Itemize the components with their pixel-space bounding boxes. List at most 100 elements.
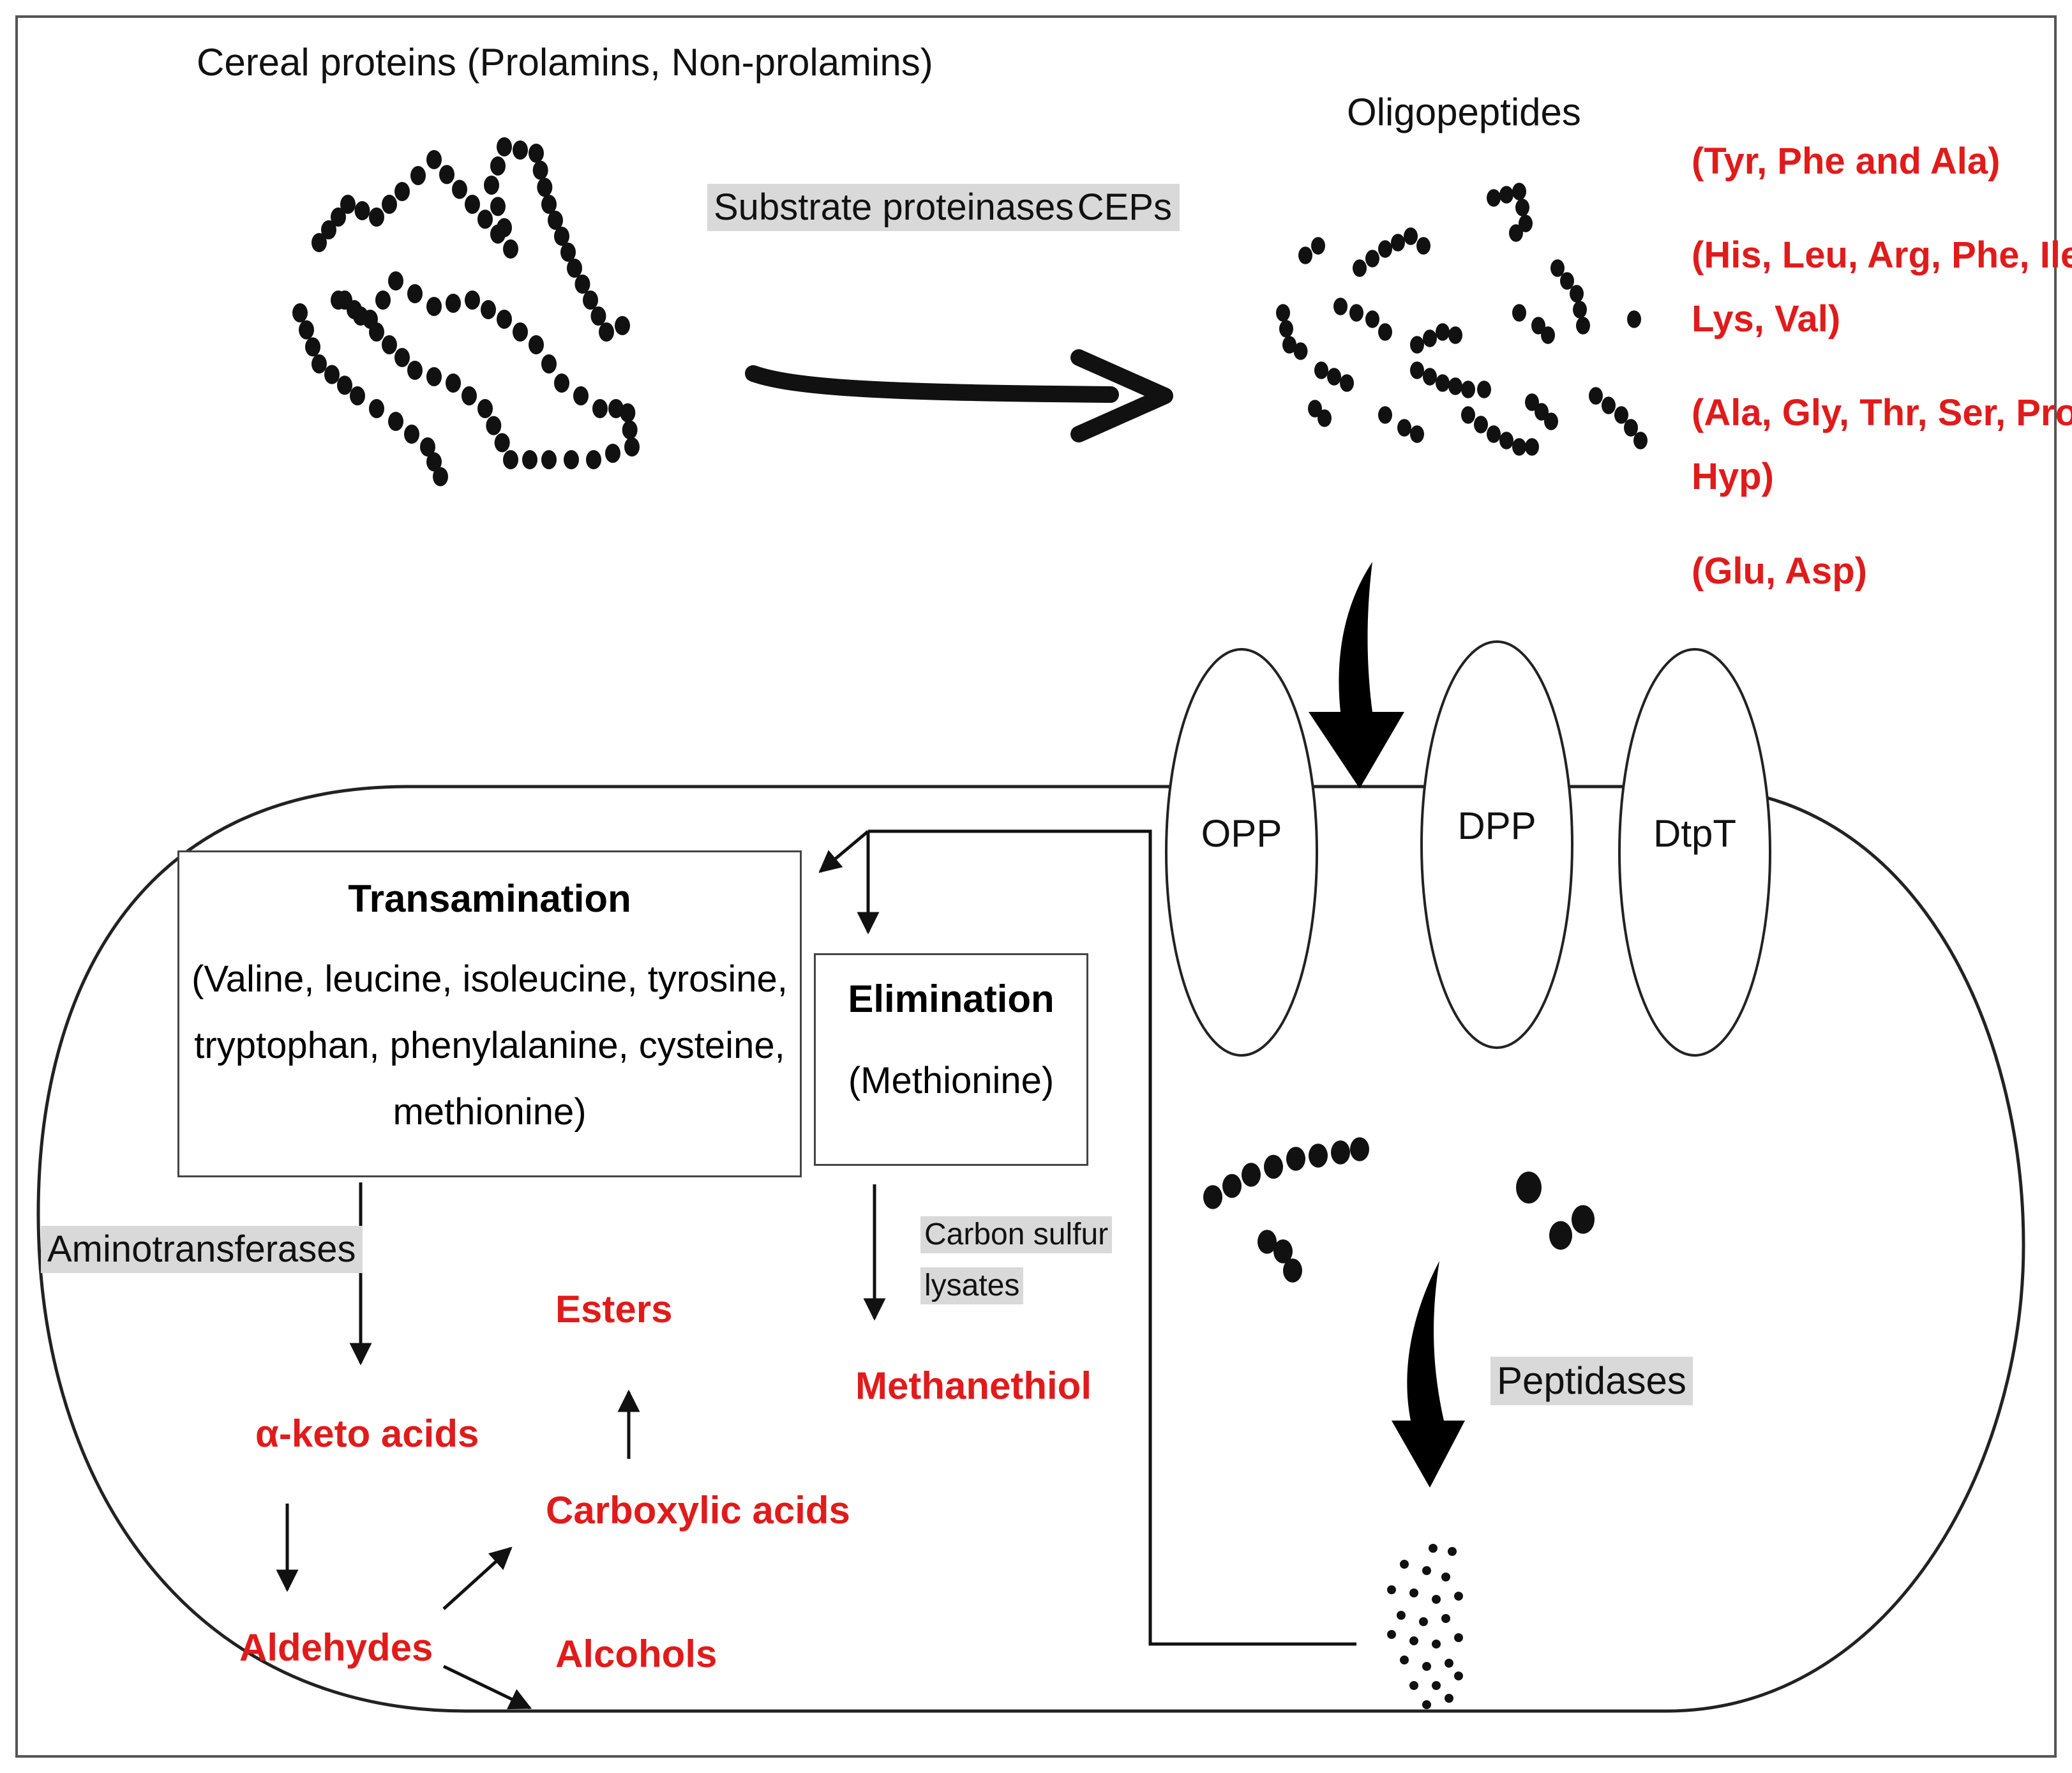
bead [324,365,340,384]
bead [465,290,480,310]
bead [340,195,356,214]
bead [1461,406,1475,424]
bead [1308,400,1322,418]
bead [404,425,419,444]
bead [1410,361,1424,379]
bead [1474,416,1488,434]
bead [1276,304,1290,322]
amino-acid-dot [1429,1544,1438,1553]
bead [1222,1173,1242,1198]
transamination-line-2: tryptophan, phenylalanine, cysteine, [194,1025,785,1066]
bead [586,450,601,469]
bead [407,361,423,380]
bead [1499,186,1513,204]
bead [1331,1140,1350,1165]
alcohols-label: Alcohols [555,1633,717,1675]
bead [1378,240,1392,258]
substrate-proteinases-label: Substrate proteinases CEPs [707,184,1180,231]
bead [1515,199,1529,216]
bead [522,450,537,469]
bead [1311,237,1325,255]
dpp-label: DPP [1457,804,1536,847]
bead [1365,250,1379,268]
carboxylic-acids-label: Carboxylic acids [546,1489,850,1532]
bead [1314,361,1328,379]
amino-acid-dot [1432,1640,1441,1649]
bead [490,156,506,176]
bead [590,306,606,326]
bead [1614,406,1628,424]
amino-acid-dot [1432,1681,1441,1690]
bead [494,433,510,453]
bead [484,176,499,195]
bead [331,207,346,227]
peptide-fragments [1203,1137,1595,1283]
transamination-line-1: (Valine, leucine, isoleucine, tyrosine, [191,958,788,1000]
bead [1298,246,1312,264]
bead [541,450,557,469]
bead [1525,393,1539,411]
cell-membrane [36,785,2025,1713]
methanethiol-label: Methanethiol [855,1364,1092,1407]
bead [503,450,518,469]
bead [331,290,346,310]
bead [529,144,544,163]
bead [1327,368,1341,386]
amino-acid-dot [1445,1659,1453,1668]
bead [477,209,493,229]
proteolysis-arrow-head [1070,349,1173,442]
bead [426,150,442,169]
bead [592,399,608,418]
bead [567,259,582,278]
bead [583,290,598,310]
bead [363,310,378,329]
bead [433,467,448,487]
bead [1423,329,1437,347]
bead [452,179,467,199]
bead [1293,342,1308,360]
bead [439,165,454,185]
aa-group-4: (Glu, Asp) [1692,550,1867,592]
proteolysis-arrow [745,365,1119,403]
amino-acid-dot [1387,1585,1396,1594]
bead [1512,304,1526,322]
bead [1448,377,1462,395]
bead [615,316,630,335]
bead [513,322,528,342]
amino-acid-dot [1445,1694,1453,1703]
bead [490,197,506,216]
bead [388,412,403,431]
transamination-box: Transamination (Valine, leucine, isoleuc… [177,850,802,1177]
bead [1541,326,1555,344]
esters-label: Esters [555,1288,673,1331]
aminotransferases-label: Aminotransferases [41,1226,363,1273]
aldehydes-label: Aldehydes [239,1626,433,1669]
amino-acid-dot [1422,1700,1431,1709]
bead [497,218,512,238]
bead [369,399,384,418]
bead [1273,1239,1293,1264]
bead [1519,215,1533,232]
transamination-substrates: (Valine, leucine, isoleucine, tyrosine, … [179,946,800,1145]
amino-acid-dot [1441,1573,1450,1581]
amino-acid-dot [1441,1614,1450,1623]
bead [541,195,557,214]
bead [1448,326,1462,344]
amino-acid-dot [1454,1671,1463,1680]
bead [1560,272,1574,290]
bead [1550,259,1565,277]
bead [1602,396,1616,414]
amino-acid-dot [1419,1617,1428,1626]
bead [1410,425,1424,443]
bead [574,275,590,294]
bead [622,420,638,440]
bead [1410,336,1424,354]
bead [532,160,548,180]
bead [1397,419,1411,437]
bead [1378,323,1392,341]
elimination-substrate: (Methionine) [848,1060,1055,1101]
cereal-protein-chain [292,137,640,487]
bead [1404,227,1418,245]
bead [1576,317,1590,335]
bead [1378,406,1392,424]
